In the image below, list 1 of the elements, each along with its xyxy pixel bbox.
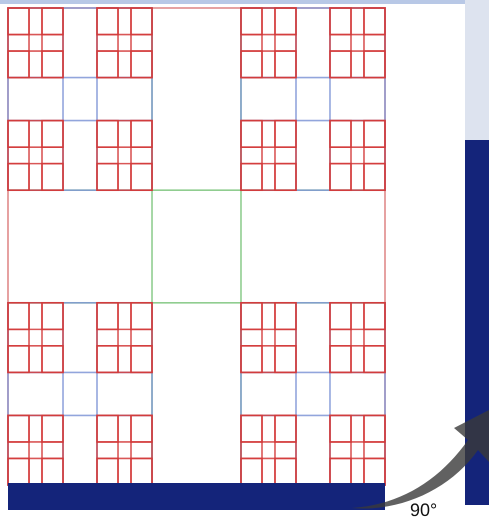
angle-label: 90° xyxy=(410,500,438,520)
